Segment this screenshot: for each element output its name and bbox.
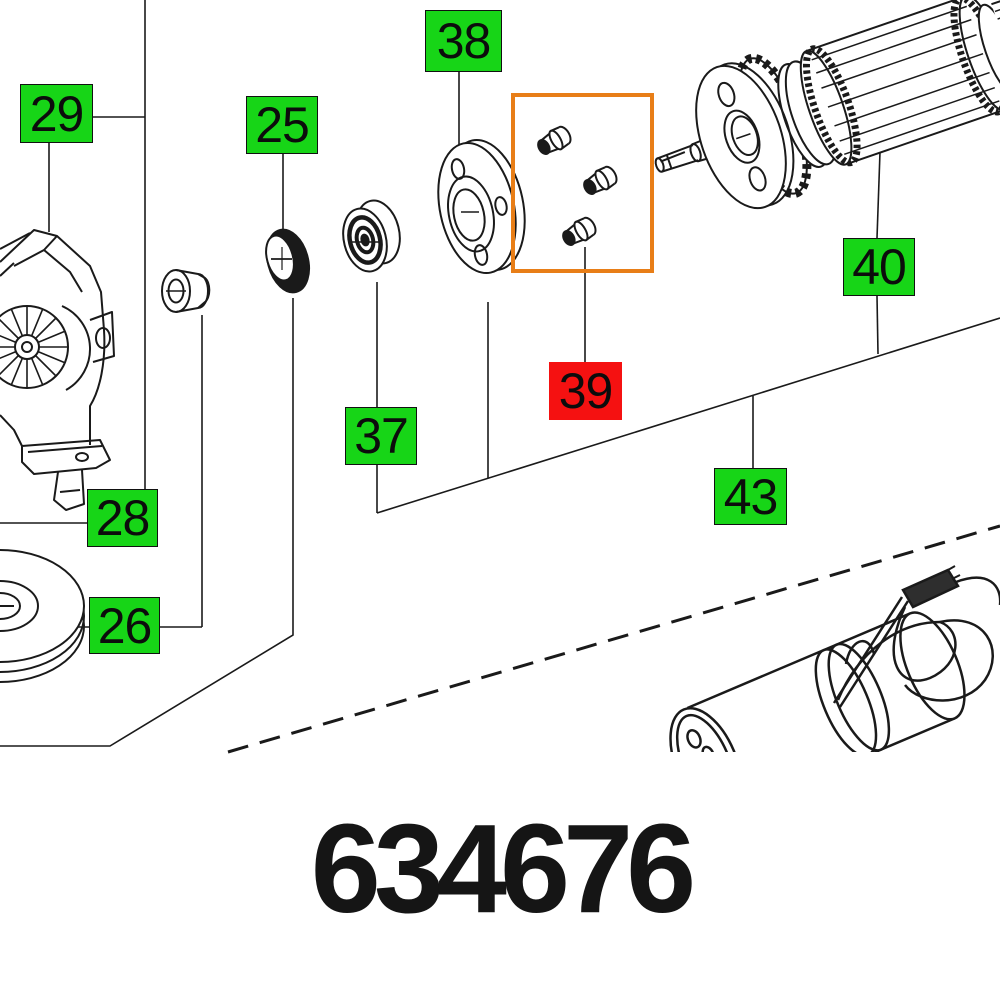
part-label-25[interactable]: 25 bbox=[246, 96, 318, 154]
highlight-box bbox=[511, 93, 654, 273]
part-label-43[interactable]: 43 bbox=[714, 468, 787, 525]
knurled-ring-drawing bbox=[265, 228, 311, 294]
part-label-28[interactable]: 28 bbox=[87, 489, 158, 547]
armature-drawing bbox=[654, 0, 1000, 210]
assembly-leader-line bbox=[376, 317, 1000, 514]
part-number: 634676 bbox=[310, 798, 696, 939]
bearing-flange-drawing bbox=[437, 138, 526, 275]
motor-field-drawing bbox=[669, 565, 1000, 752]
part-label-38[interactable]: 38 bbox=[425, 10, 502, 72]
part-label-26[interactable]: 26 bbox=[89, 597, 160, 654]
axis-dashed-line bbox=[227, 524, 1000, 754]
leader-lines bbox=[0, 0, 881, 747]
part-label-40[interactable]: 40 bbox=[843, 238, 915, 296]
gear-housing-drawing bbox=[0, 229, 115, 511]
part-label-29[interactable]: 29 bbox=[20, 84, 93, 143]
part-label-39-selected[interactable]: 39 bbox=[549, 362, 622, 420]
screws-drawing bbox=[537, 125, 618, 246]
ball-bearing-drawing bbox=[342, 199, 401, 273]
clamping-nut-drawing bbox=[161, 269, 211, 313]
pad-disc-drawing bbox=[0, 549, 85, 683]
part-label-37[interactable]: 37 bbox=[345, 407, 417, 465]
